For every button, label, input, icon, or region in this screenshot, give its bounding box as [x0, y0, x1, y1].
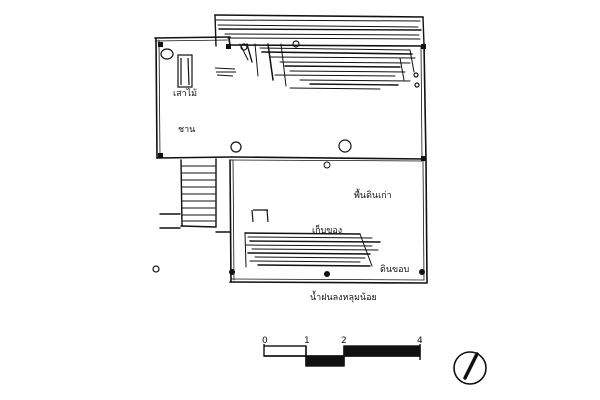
- scale-tick-1: 1: [304, 336, 310, 346]
- lower-timber-pile: [244, 232, 381, 268]
- upper-timber-pile: [239, 43, 416, 90]
- lower-room-walls: [229, 159, 428, 284]
- label-area-top-left: เสาไม้: [173, 88, 197, 99]
- top-timber-stack: [214, 14, 425, 47]
- posts-upper: [158, 42, 426, 161]
- north-arrow-icon: [453, 351, 487, 385]
- posts-lower: [229, 161, 425, 277]
- hatch-near-cabinet: [214, 67, 236, 77]
- label-storage: เก็บของ: [312, 223, 342, 236]
- upper-room-walls: [154, 36, 427, 162]
- label-area-left: ชาน: [178, 125, 195, 135]
- label-exit: ดินขอบ: [380, 264, 410, 275]
- label-area-right: พื้นดินเก่า: [354, 188, 392, 201]
- label-bottom: น้ำฝนลงหลุมน้อย: [310, 290, 377, 303]
- seat-icon: [251, 209, 269, 223]
- scale-tick-0: 0: [262, 336, 268, 346]
- scale-ticks: 0 1 2 4: [262, 336, 423, 346]
- scale-tick-2: 2: [341, 336, 347, 346]
- lone-post-circle: [152, 265, 160, 273]
- scale-bar: [263, 343, 421, 367]
- cabinet-upper-left: [177, 54, 193, 88]
- scale-tick-4: 4: [417, 336, 423, 346]
- stairs: [159, 158, 231, 233]
- small-circles-upper: [160, 40, 420, 153]
